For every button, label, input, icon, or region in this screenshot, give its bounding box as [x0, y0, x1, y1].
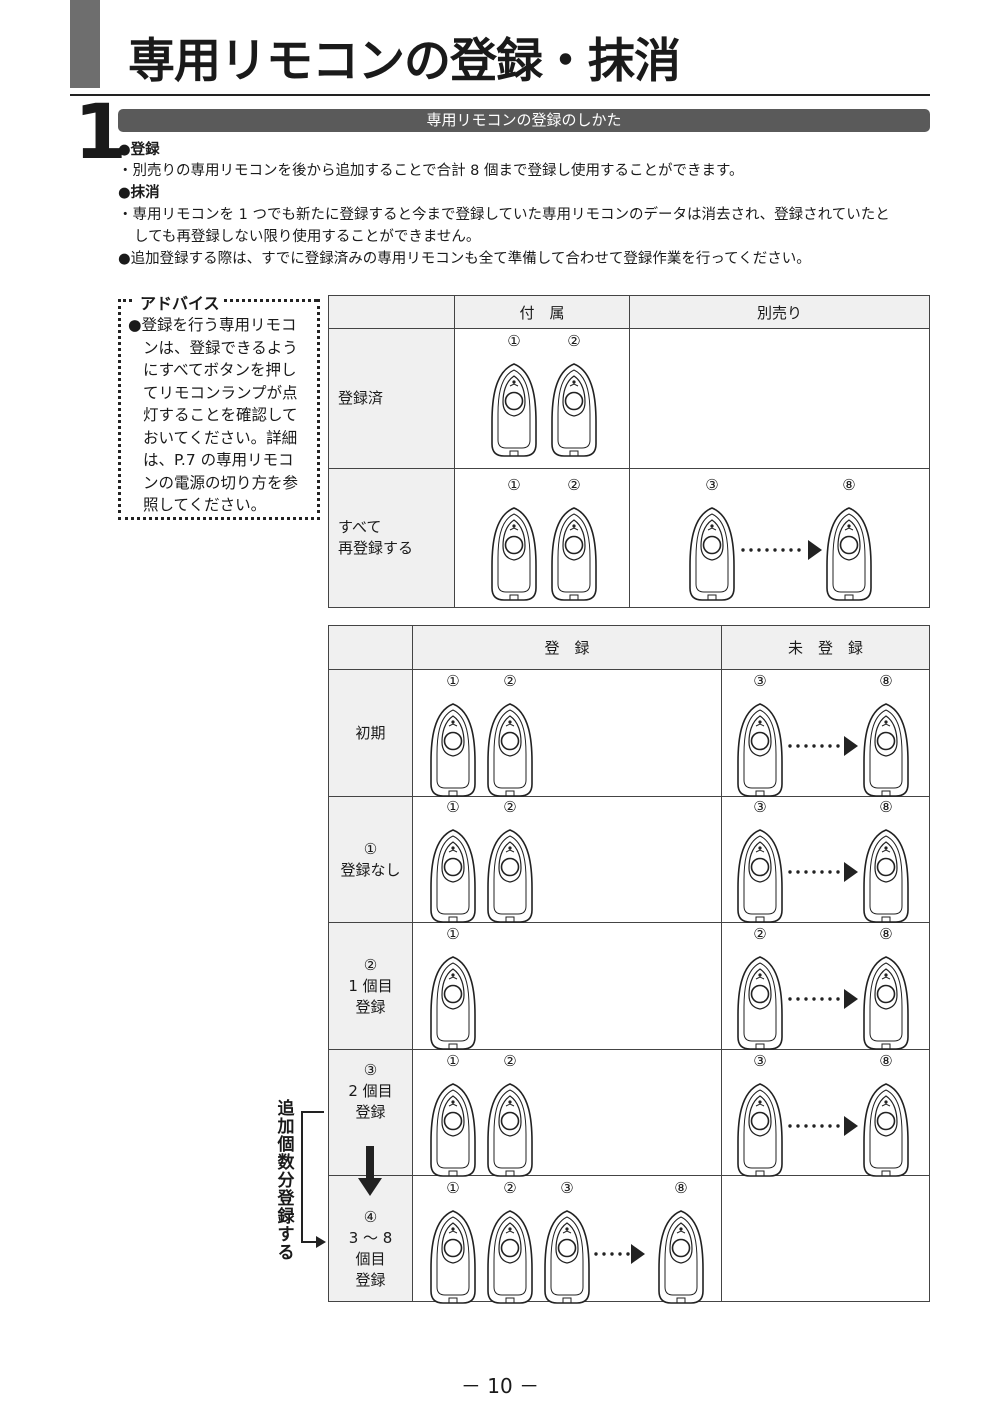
remote-control-icon [863, 829, 909, 923]
remote-control-icon [689, 507, 735, 601]
remote-number-label: ③ [705, 476, 719, 494]
remote-control-icon [863, 956, 909, 1050]
remote-control-icon [737, 703, 783, 797]
remote-number-label: ① [446, 925, 460, 943]
delete-heading: ●抹消 [118, 185, 160, 201]
advice-box [118, 299, 320, 520]
remote-control-icon [544, 1210, 590, 1304]
remote-number-label: ③ [753, 1052, 767, 1070]
col-unregistered: 未 登 録 [721, 625, 930, 670]
remote-control-icon [487, 1083, 533, 1177]
advice-body: ●登録を行う専用リモコ ンは、登録できるよう にすべてボタンを押し てリモコンラ… [128, 316, 299, 514]
remote-number-label: ③ [560, 1179, 574, 1197]
side-bracket-arrow-icon [301, 1111, 326, 1248]
col-registered: 登 録 [412, 625, 722, 670]
remote-number-label: ⑧ [842, 476, 856, 494]
dotted-arrow-icon [788, 736, 858, 756]
remote-number-label: ② [503, 798, 517, 816]
remote-number-label: ③ [753, 672, 767, 690]
remote-number-label: ① [507, 476, 521, 494]
row-registered: 登録済 [328, 328, 455, 469]
register-heading: ●登録 [118, 142, 160, 158]
remote-control-icon [551, 507, 597, 601]
row-re-register-all: すべて再登録する [328, 468, 455, 608]
remote-control-icon [826, 507, 872, 601]
remote-number-label: ② [503, 1179, 517, 1197]
col-included: 付 属 [454, 295, 630, 329]
dotted-arrow-icon [788, 1116, 858, 1136]
remote-number-label: ⑧ [879, 1052, 893, 1070]
title-accent-bar [70, 0, 100, 88]
remote-control-icon [491, 363, 537, 457]
remote-number-label: ⑧ [879, 925, 893, 943]
remote-control-icon [551, 363, 597, 457]
remote-number-label: ② [567, 476, 581, 494]
page-number: － 10 － [460, 1374, 540, 1398]
remote-control-icon [737, 956, 783, 1050]
remote-number-label: ① [507, 332, 521, 350]
dotted-arrow-icon [741, 540, 822, 560]
title-rule [70, 94, 930, 96]
remote-control-icon [430, 1210, 476, 1304]
remote-number-label: ③ [753, 798, 767, 816]
remote-control-icon [737, 1083, 783, 1177]
remote-control-icon [487, 829, 533, 923]
remote-control-icon [491, 507, 537, 601]
dotted-arrow-icon [788, 989, 858, 1009]
remote-control-icon [863, 703, 909, 797]
remote-control-icon [863, 1083, 909, 1177]
remote-number-label: ② [503, 672, 517, 690]
table-re-registration: 付 属 別売り 登録済 すべて再登録する [328, 295, 930, 608]
row-initial: 初期 [328, 669, 413, 797]
register-text: ・別売りの専用リモコンを後から追加することで合計 8 個まで登録し使用することが… [118, 163, 744, 179]
dotted-arrow-icon [594, 1244, 645, 1264]
additional-note: ●追加登録する際は、すでに登録済みの専用リモコンも全て準備して合わせて登録作業を… [118, 251, 811, 267]
col-sold-separately: 別売り [629, 295, 930, 329]
remote-number-label: ⑧ [879, 672, 893, 690]
remote-control-icon [487, 1210, 533, 1304]
advice-title: アドバイス [138, 290, 222, 314]
dotted-arrow-icon [788, 862, 858, 882]
section-number: 1 [74, 87, 127, 176]
remote-number-label: ② [503, 1052, 517, 1070]
remote-control-icon [487, 703, 533, 797]
remote-control-icon [430, 703, 476, 797]
step-down-arrow-icon [358, 1146, 382, 1196]
remote-number-label: ⑧ [674, 1179, 688, 1197]
remote-control-icon [737, 829, 783, 923]
remote-control-icon [430, 1083, 476, 1177]
delete-text-1: ・専用リモコンを 1 つでも新たに登録すると今まで登録していた専用リモコンのデー… [118, 207, 890, 223]
remote-control-icon [430, 829, 476, 923]
remote-number-label: ① [446, 1179, 460, 1197]
remote-number-label: ② [753, 925, 767, 943]
side-label-add-registration: 追加個数分登録する [277, 1099, 295, 1263]
delete-text-2: しても再登録しない限り使用することができません。 [134, 229, 481, 245]
remote-number-label: ② [567, 332, 581, 350]
remote-number-label: ① [446, 798, 460, 816]
remote-control-icon [430, 956, 476, 1050]
remote-number-label: ① [446, 672, 460, 690]
remote-number-label: ⑧ [879, 798, 893, 816]
section-heading: 専用リモコンの登録のしかた [118, 109, 930, 132]
page-title: 専用リモコンの登録・抹消 [128, 34, 681, 89]
remote-control-icon [658, 1210, 704, 1304]
remote-number-label: ① [446, 1052, 460, 1070]
